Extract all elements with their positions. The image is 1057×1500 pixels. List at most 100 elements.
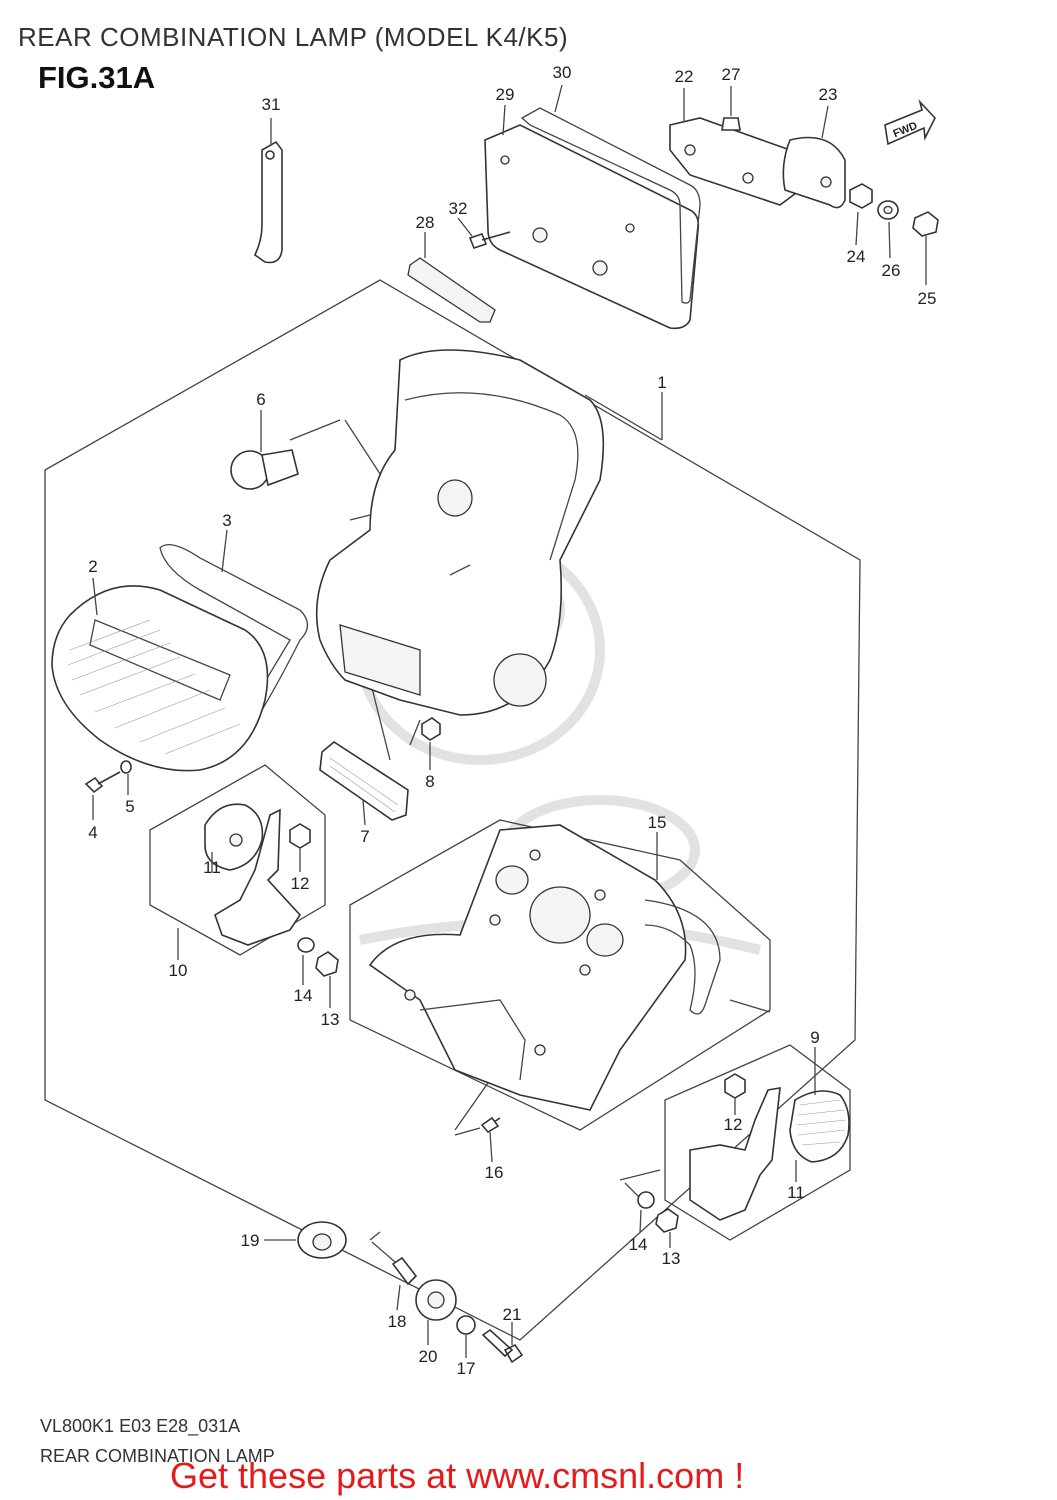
part-32-bracket (253, 140, 283, 264)
part-31-screw (468, 231, 511, 249)
leader-18 (396, 1284, 401, 1311)
subassembly-outline-10 (149, 764, 326, 956)
page-title: REAR COMBINATION LAMP (MODEL K4/K5) (18, 22, 569, 52)
drawing-name: REAR COMBINATION LAMP (40, 1446, 275, 1466)
leader-26 (888, 221, 891, 259)
part-13-bolt-right (655, 1208, 679, 1233)
callout-23: 23 (819, 85, 838, 104)
assembly-outline (44, 279, 861, 1341)
part-27-screw (721, 117, 741, 131)
part-29-hole-a (532, 227, 548, 243)
subassembly-outline-9 (664, 1044, 851, 1241)
part-11-turn-signal-left (204, 803, 264, 871)
part-1-stud (349, 514, 371, 521)
callout-3: 3 (222, 511, 231, 530)
callout-6: 6 (256, 390, 265, 409)
part-18-collar (391, 1256, 418, 1286)
callout-32: 31 (262, 95, 281, 114)
part-4-screw (84, 771, 121, 794)
part-29-hole-c (625, 223, 635, 233)
callout-11-left: 11 (203, 858, 221, 877)
part-2-lens-texture (67, 619, 241, 755)
part-17-washer (456, 1315, 476, 1335)
callout-13-right: 13 (662, 1249, 681, 1268)
callout-19: 19 (241, 1231, 260, 1250)
part-8-nut (421, 717, 441, 741)
part-25-bolt (912, 211, 939, 237)
part-19-grommet (297, 1221, 347, 1259)
part-15-main-bracket (368, 824, 771, 1111)
leader-16 (489, 1131, 493, 1163)
callout-2: 2 (88, 557, 97, 576)
callout-21: 21 (503, 1305, 522, 1324)
callout-15: 15 (648, 813, 667, 832)
callout-30: 30 (553, 63, 572, 82)
part-12-nut-left (289, 823, 311, 849)
part-9-turn-signal-right (789, 1090, 850, 1163)
leader-2 (92, 577, 98, 616)
callout-20: 20 (419, 1347, 438, 1366)
part-7-reflector (319, 741, 409, 821)
callout-13-left: 13 (321, 1010, 340, 1029)
callout-4: 4 (88, 823, 97, 842)
part-11-stay-right (689, 1087, 781, 1221)
callout-9: 9 (810, 1028, 819, 1047)
leader-14b (639, 1209, 642, 1234)
callout-24: 24 (847, 247, 866, 266)
part-1-grommet-hole (493, 653, 547, 707)
callout-7: 7 (360, 827, 369, 846)
part-23-hole (820, 176, 832, 188)
callout-22: 22 (675, 67, 694, 86)
part-1-socket-hole (437, 479, 473, 517)
part-28-reflector (407, 257, 496, 323)
callout-27: 27 (722, 65, 741, 84)
part-14-washer-right (637, 1191, 655, 1209)
part-29-plate-bracket (484, 124, 700, 330)
part-13-bolt-left (315, 951, 339, 977)
part-2-tail-lens (51, 585, 269, 772)
leader-3 (221, 529, 228, 573)
part-20-cushion (415, 1279, 457, 1321)
part-24-nut (849, 183, 873, 209)
callout-8: 8 (425, 772, 434, 791)
part-30-gasket (520, 107, 701, 304)
leader-24 (855, 211, 859, 246)
part-16-screw (480, 1116, 501, 1134)
part-22-hole-b (742, 172, 754, 184)
callout-12-left: 12 (291, 874, 310, 893)
part-1-connector (339, 624, 421, 696)
subassembly-outline-15 (349, 819, 771, 1131)
part-26-washer-hole (883, 205, 893, 215)
fwd-direction-arrow: FWD (884, 99, 936, 146)
callout-16: 16 (485, 1163, 504, 1182)
part-6-bulb (230, 449, 299, 490)
callout-11-right: 11 (787, 1183, 805, 1202)
callout-25: 25 (918, 289, 937, 308)
part-32-hole (265, 150, 275, 160)
callout-1: 1 (657, 373, 666, 392)
leader-23 (821, 105, 829, 139)
part-10-stay-left (214, 808, 302, 946)
part-1-rim (404, 392, 579, 561)
leader-31 (457, 217, 473, 237)
part-1-stud-b (449, 564, 471, 576)
promo-link[interactable]: Get these parts at www.cmsnl.com ! (170, 1455, 745, 1496)
callout-14-left: 14 (294, 986, 313, 1005)
part-29-hole-d (500, 155, 510, 165)
callout-18: 18 (388, 1312, 407, 1331)
callout-28: 28 (416, 213, 435, 232)
part-12-nut-right (724, 1073, 746, 1099)
part-22-hole (684, 144, 696, 156)
part-14-washer-left (297, 937, 315, 953)
leader-30 (554, 84, 563, 113)
callout-14-right: 14 (629, 1235, 648, 1254)
part-29-hole-b (592, 260, 608, 276)
leader-1b (584, 394, 663, 441)
part-22-lamp-holder (669, 117, 801, 206)
callout-10: 10 (169, 961, 188, 980)
callout-29: 29 (496, 85, 515, 104)
callout-12-right: 12 (724, 1115, 743, 1134)
drawing-code: VL800K1 E03 E28_031A (40, 1416, 241, 1436)
leader-29 (502, 104, 506, 136)
